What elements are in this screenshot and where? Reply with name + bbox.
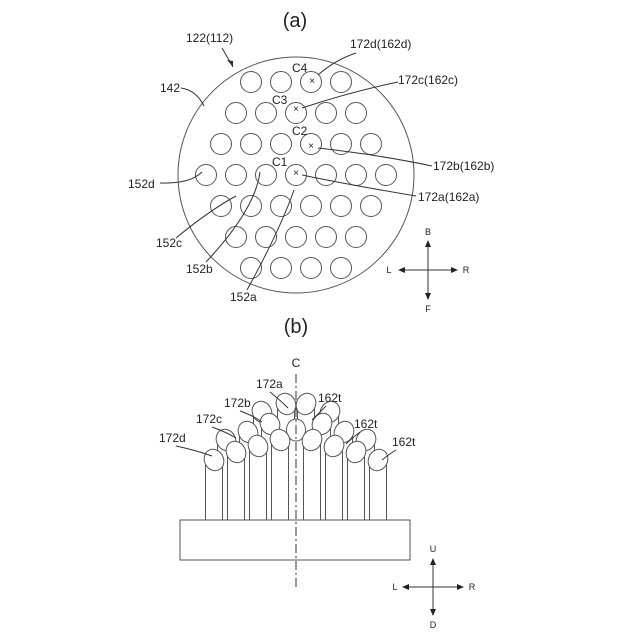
hole-circle <box>241 72 262 93</box>
tube-tip <box>272 390 299 418</box>
compass-a-arrow-left <box>398 267 405 273</box>
center-mark-c1: × <box>293 168 299 179</box>
hole-circle <box>316 165 337 186</box>
label-c2: C2 <box>292 124 308 138</box>
hole-circle <box>226 227 247 248</box>
hole-circle <box>316 103 337 124</box>
hole-circle <box>346 165 367 186</box>
label-tube-b-172c: 172c <box>196 412 222 426</box>
hole-circle <box>331 196 352 217</box>
compass-b-label-left: L <box>392 582 397 592</box>
label-hole-152b: 152b <box>186 262 213 276</box>
compass-b-arrow-down <box>430 609 436 616</box>
figure-a-label: (a) <box>283 10 307 32</box>
label-hole-152d: 152d <box>128 177 155 191</box>
label-surface: 142 <box>160 81 180 95</box>
hole-circle <box>331 258 352 279</box>
hole-circle <box>301 258 322 279</box>
leader-tube-b-172d <box>176 446 212 456</box>
hole-circle <box>301 196 322 217</box>
compass-a-label-down: F <box>425 304 431 314</box>
hole-circle <box>271 134 292 155</box>
hole-circle <box>226 165 247 186</box>
label-tube-172c: 172c(162c) <box>398 73 458 87</box>
leader-component-arrow <box>227 60 233 67</box>
hole-circle <box>256 227 277 248</box>
label-tube-b-172b: 172b <box>224 396 251 410</box>
label-tube-172b: 172b(162b) <box>433 159 494 173</box>
hole-circle <box>271 72 292 93</box>
hole-circle <box>211 134 232 155</box>
hole-circle <box>271 258 292 279</box>
hole-circle <box>331 72 352 93</box>
label-c3: C3 <box>272 93 288 107</box>
label-tube-172a: 172a(162a) <box>418 190 479 204</box>
label-tube-b-172a: 172a <box>256 377 283 391</box>
label-tube-b-172d: 172d <box>159 431 186 445</box>
label-c4: C4 <box>292 61 308 75</box>
hole-circle <box>376 165 397 186</box>
compass-a-arrow-up <box>425 240 431 247</box>
figure-b-label: (b) <box>284 316 308 338</box>
compass-b-label-down: D <box>430 620 437 630</box>
hole-circle <box>241 134 262 155</box>
tube-body <box>272 440 289 520</box>
base-block <box>180 520 410 560</box>
compass-b-arrow-right <box>457 584 464 590</box>
compass-b-arrow-up <box>430 558 436 565</box>
tube-body <box>304 440 321 520</box>
hole-circle <box>361 196 382 217</box>
hole-circle <box>346 227 367 248</box>
hole-circle <box>226 103 247 124</box>
center-mark-c4: × <box>309 76 315 87</box>
center-mark-c3: × <box>293 104 299 115</box>
hole-circle <box>286 227 307 248</box>
compass-b-arrow-left <box>402 584 409 590</box>
leader-surface <box>181 88 204 106</box>
label-c1: C1 <box>272 155 288 169</box>
compass-b-label-right: R <box>469 582 476 592</box>
hole-circle <box>346 103 367 124</box>
label-tip-3: 162t <box>392 435 416 449</box>
axis-label-c: C <box>292 356 301 370</box>
label-component: 122(112) <box>186 31 233 45</box>
compass-a-label-up: B <box>425 227 431 237</box>
center-mark-c2: × <box>308 141 314 152</box>
label-tip-1: 162t <box>318 391 342 405</box>
compass-a-arrow-down <box>425 293 431 300</box>
compass-a-label-left: L <box>386 265 391 275</box>
hole-circle <box>316 227 337 248</box>
hole-circle <box>211 196 232 217</box>
compass-a-arrow-right <box>451 267 458 273</box>
label-tube-172d: 172d(162d) <box>350 37 411 51</box>
compass-a: B F L R <box>386 227 469 314</box>
label-hole-152c: 152c <box>156 236 182 250</box>
tube-tip <box>292 390 319 418</box>
label-hole-152a: 152a <box>230 290 257 304</box>
compass-a-label-right: R <box>463 265 470 275</box>
compass-b-label-up: U <box>430 544 437 554</box>
hole-circle <box>361 134 382 155</box>
label-tip-2: 162t <box>354 417 378 431</box>
